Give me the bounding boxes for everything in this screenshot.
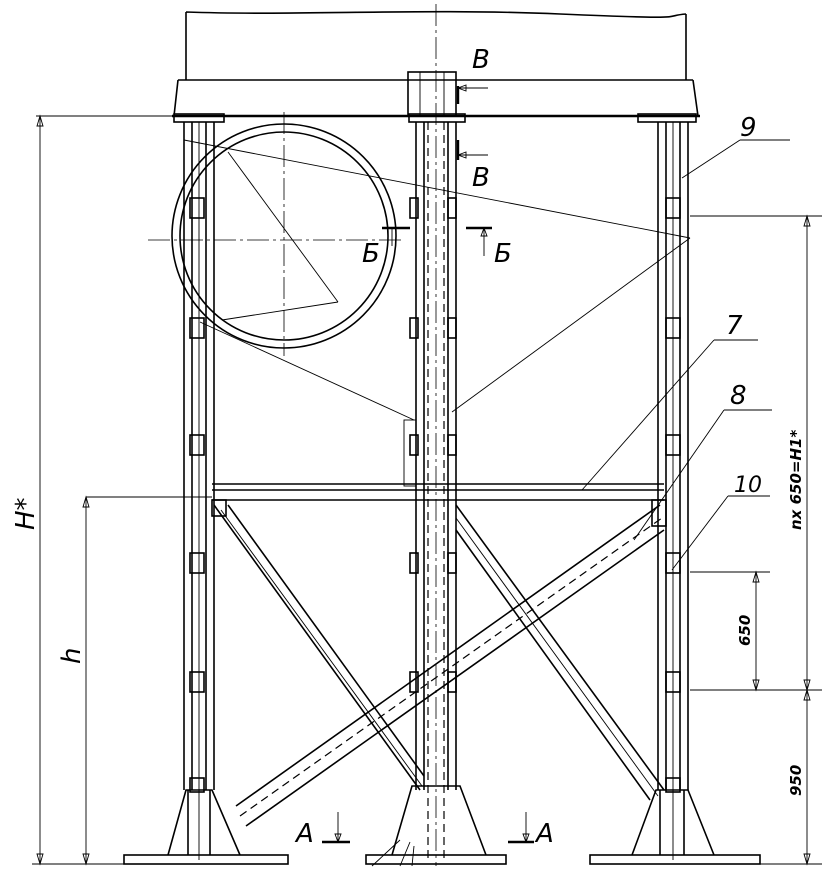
dimension-lines [32,114,822,866]
column-brackets [189,197,681,793]
detail-circle [148,112,404,356]
section-label-a-right: А [534,819,554,849]
dimension-brace-height: h [57,648,87,664]
dimension-pitch: 650 [736,615,754,646]
section-label-b-left: Б [362,239,380,269]
section-label-v-top: В [472,45,490,75]
base-center [365,785,507,867]
base-left [123,789,289,865]
base-right [589,789,761,865]
section-label-a-left: А [294,819,314,849]
leader-label-9: 9 [740,113,757,143]
section-marks [322,84,534,844]
center-nozzle [407,71,457,117]
dimension-total-height: H* [11,497,41,530]
dimension-pitch-total: nх 650=H1* [787,430,805,530]
section-label-v-bottom: В [472,163,490,193]
diagonal-braces [211,499,667,827]
guide-lines [183,139,691,487]
section-label-b-right: Б [494,239,512,269]
leader-label-10: 10 [734,473,762,498]
leader-label-8: 8 [730,381,747,411]
leader-lines [581,139,790,571]
left-column [183,122,215,860]
dimension-base-offset: 950 [787,765,805,796]
leader-label-7: 7 [726,311,743,341]
horizontal-beam [86,483,664,501]
